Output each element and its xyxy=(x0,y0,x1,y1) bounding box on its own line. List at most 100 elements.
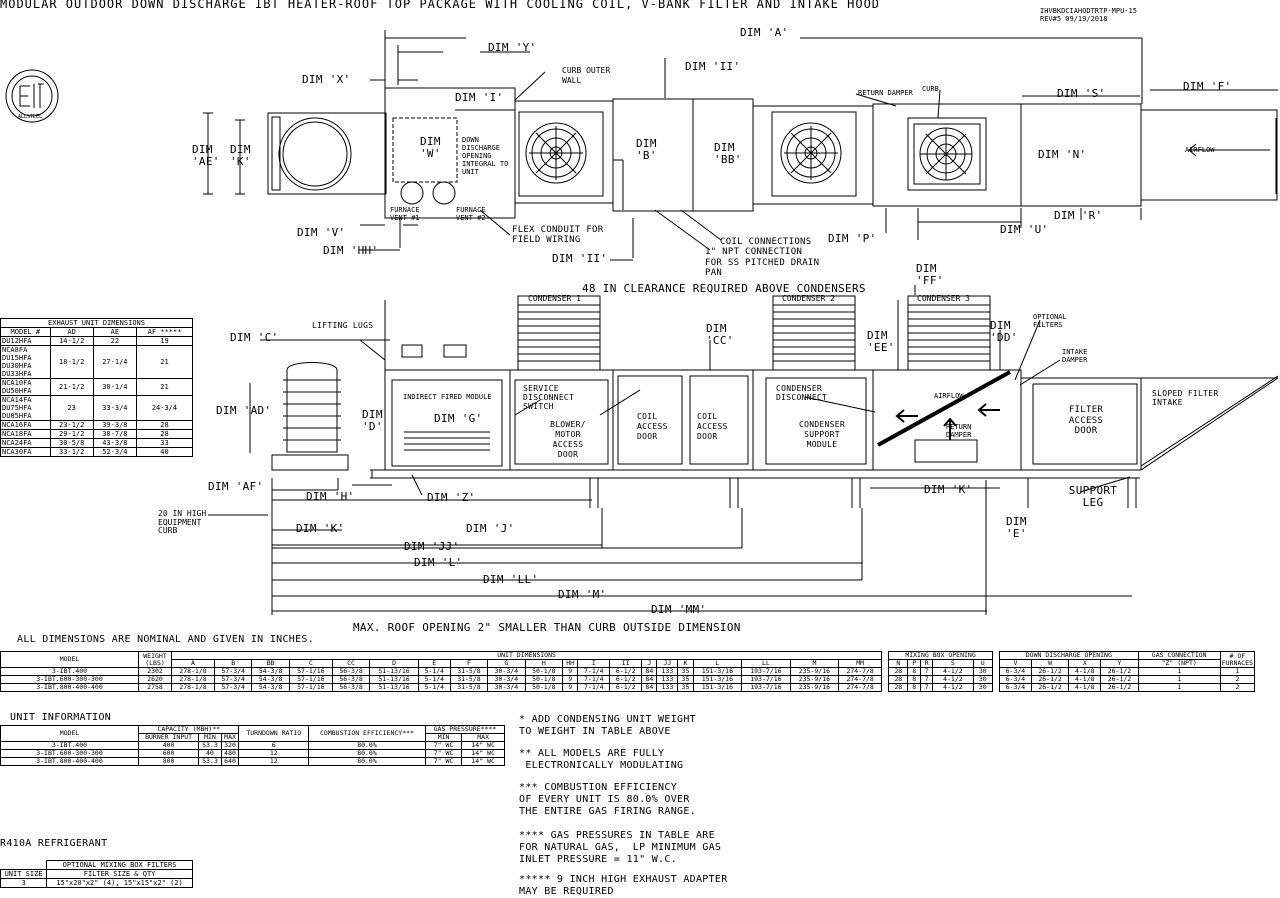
unit-cell: 9 xyxy=(562,683,579,692)
exhaust-cell: 43-3/8 xyxy=(92,438,137,448)
column-gap xyxy=(992,684,999,692)
unit-cell: 54-3/8 xyxy=(251,683,290,692)
unit-info-header: TURNDOWN RATIO xyxy=(238,725,310,742)
exhaust-header: AE xyxy=(92,327,137,337)
exhaust-cell: DU12HFA xyxy=(0,336,51,346)
unit-info-table: MODEL CAPACITY (MBH)** TURNDOWN RATIO CO… xyxy=(0,725,506,766)
unit-cell: 28 xyxy=(888,683,909,692)
exhaust-cell: 24-3/4 xyxy=(135,395,194,421)
return-damper-top-label: RETURN DAMPER xyxy=(858,89,913,97)
unit-cell: 26-1/2 xyxy=(1100,683,1139,692)
unit-cell: 57-1/16 xyxy=(288,683,333,692)
unit-info-cell: 12 xyxy=(238,757,310,766)
furnace-vent-2-label: FURNACE VENT #2 xyxy=(456,206,486,222)
unit-info-cell: 3-IBT.800-400-400 xyxy=(0,757,139,766)
exhaust-cell: 33-1/2 xyxy=(49,447,94,457)
exhaust-cell: 22 xyxy=(92,336,137,346)
unit-info-cell: 80.0% xyxy=(308,757,426,766)
unit-info-cell: 7" WC xyxy=(424,757,463,766)
dim-jj: DIM 'JJ' xyxy=(404,540,460,553)
condenser-3-label: CONDENSER 3 xyxy=(917,294,970,303)
roof-opening-note: MAX. ROOF OPENING 2" SMALLER THAN CURB O… xyxy=(353,621,741,634)
dim-i: DIM 'I' xyxy=(455,91,504,104)
logo-text: ALLSTEEL xyxy=(18,114,42,120)
logo-icon: ALLSTEEL xyxy=(5,69,59,123)
dim-ll: DIM 'LL' xyxy=(483,573,539,586)
dim-b: DIM 'B' xyxy=(636,137,657,162)
unit-cell: 84 xyxy=(641,683,658,692)
filter-door-label: FILTER ACCESS DOOR xyxy=(1068,405,1104,436)
equipment-curb-label: 20 IN HIGH EQUIPMENT CURB xyxy=(158,509,207,535)
optional-filters-label: OPTIONAL FILTERS xyxy=(1033,313,1067,329)
return-damper-side-label: RETURN DAMPER xyxy=(946,423,972,439)
condenser-2-label: CONDENSER 2 xyxy=(782,294,835,303)
exhaust-cell: 19 xyxy=(135,336,194,346)
dim-x: DIM 'X' xyxy=(302,73,351,86)
unit-cell: 133 xyxy=(656,683,679,692)
exhaust-cell: 40 xyxy=(135,447,194,457)
column-gap xyxy=(882,676,889,684)
unit-cell: 30 xyxy=(972,683,993,692)
dim-d: DIM 'D' xyxy=(362,408,383,433)
exhaust-cell: 39-3/8 xyxy=(92,420,137,430)
exhaust-cell: 30-1/4 xyxy=(92,378,137,396)
dim-r: DIM 'R' xyxy=(1054,209,1103,222)
dim-c: DIM 'C' xyxy=(230,331,279,344)
intake-damper-label: INTAKE DAMPER xyxy=(1062,348,1088,364)
condenser-disconnect-label: CONDENSER DISCONNECT xyxy=(776,384,828,402)
unit-cell: 8 xyxy=(907,683,921,692)
exhaust-cell: 18-1/2 xyxy=(49,345,94,379)
exhaust-cell: NCA10FA DU50HFA xyxy=(0,378,51,396)
drawing-title: MODULAR OUTDOOR DOWN DISCHARGE IBT HEATE… xyxy=(0,0,881,11)
header-furnaces: # OF FURNACES xyxy=(1219,651,1256,668)
note-1: * ADD CONDENSING UNIT WEIGHT TO WEIGHT I… xyxy=(519,714,696,737)
note-2: ** ALL MODELS ARE FULLY ELECTRONICALLY M… xyxy=(519,748,684,771)
header-mixing-box: MIXING BOX OPENING xyxy=(888,651,993,660)
dim-p: DIM 'P' xyxy=(828,232,877,245)
unit-cell: 2758 xyxy=(138,683,172,692)
unit-dimensions-table: MODEL WEIGHT (LBS) UNIT DIMENSIONS MIXIN… xyxy=(0,651,1256,692)
unit-cell: 235-9/16 xyxy=(789,683,840,692)
exhaust-cell: NCA18FA xyxy=(0,429,51,439)
exhaust-header: AF ***** xyxy=(135,327,194,337)
unit-cell: 50-1/8 xyxy=(524,683,564,692)
sloped-filter-label: SLOPED FILTER INTAKE xyxy=(1152,389,1219,407)
unit-cell: 274-7/8 xyxy=(838,683,883,692)
dim-ae: DIM 'AE' xyxy=(192,143,220,168)
note-3: *** COMBUSTION EFFICIENCY OF EVERY UNIT … xyxy=(519,782,696,817)
drawing-id: IHVBKDCIAHODTRTP-MPU-15 xyxy=(1040,7,1137,15)
top-view xyxy=(203,30,1278,261)
dim-bb: DIM 'BB' xyxy=(714,141,742,166)
exhaust-cell: 52-3/4 xyxy=(92,447,137,457)
unit-info-title: UNIT INFORMATION xyxy=(10,712,112,723)
unit-info-header: MODEL xyxy=(0,725,139,742)
unit-cell: 193-7/16 xyxy=(741,683,791,692)
exhaust-cell: NCA14FA DU75HFA DU85HFA xyxy=(0,395,51,421)
dim-z: DIM 'Z' xyxy=(427,491,476,504)
unit-info-cell: 640 xyxy=(220,757,240,766)
side-view xyxy=(208,143,1279,615)
filter-table-header: UNIT SIZE xyxy=(0,869,48,879)
nominal-note: ALL DIMENSIONS ARE NOMINAL AND GIVEN IN … xyxy=(17,634,315,645)
unit-cell: 7-1/4 xyxy=(577,683,611,692)
unit-cell: 6-1/2 xyxy=(609,683,643,692)
exhaust-table-title: EXHAUST UNIT DIMENSIONS xyxy=(0,318,193,328)
unit-cell: 51-13/16 xyxy=(369,683,419,692)
unit-info-cell: 53.3 xyxy=(198,757,222,766)
unit-cell: 7 xyxy=(919,683,934,692)
exhaust-header: MODEL # xyxy=(0,327,51,337)
npt-connection-label: 1" NPT CONNECTION FOR SS PITCHED DRAIN P… xyxy=(705,247,820,278)
down-discharge-label: DOWN DISCHARGE OPENING INTEGRAL TO UNIT xyxy=(462,136,509,176)
unit-cell: 31-5/8 xyxy=(449,683,489,692)
